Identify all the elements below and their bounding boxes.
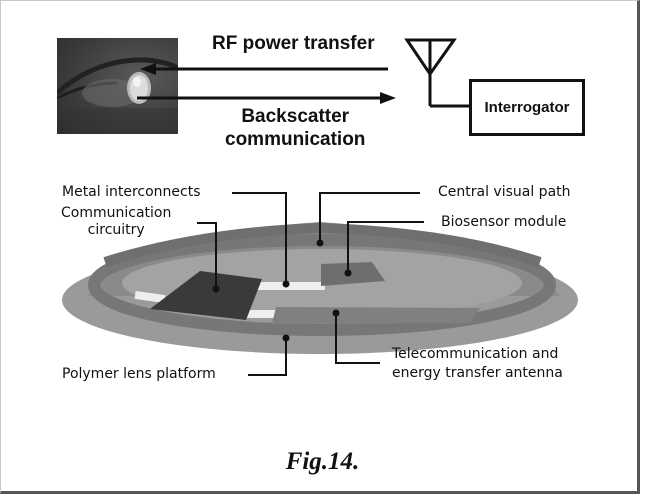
antenna-label-line2: energy transfer antenna	[392, 365, 563, 381]
interrogator-label: Interrogator	[484, 99, 570, 116]
polymer-lens-platform-label: Polymer lens platform	[62, 366, 216, 382]
leader-metal-interconnects	[232, 192, 287, 284]
figure-caption: Fig.14.	[285, 448, 360, 475]
callout-leaders	[197, 192, 424, 376]
communication-circuitry-line1: Communication	[61, 205, 172, 221]
rf-power-arrow	[140, 63, 388, 75]
interrogator-box: Interrogator	[469, 79, 585, 136]
antenna-icon	[404, 38, 470, 108]
communication-circuitry-label: Communication circuitry	[61, 205, 171, 239]
leader-antenna	[335, 313, 380, 364]
leader-communication-circuitry	[197, 222, 217, 289]
leader-biosensor-module	[347, 221, 424, 273]
backscatter-arrow	[137, 92, 396, 104]
biosensor-module-label: Biosensor module	[441, 214, 567, 230]
backscatter-communication-label: Backscatter communication	[225, 105, 365, 151]
biosensor-module	[321, 262, 385, 286]
leader-polymer-lens	[248, 338, 287, 376]
metal-interconnect-upper	[255, 282, 325, 290]
rf-power-transfer-label: RF power transfer	[212, 33, 375, 54]
communication-circuitry-chip	[150, 271, 262, 320]
backscatter-label-line1: Backscatter	[241, 106, 350, 127]
metal-interconnect-lower	[240, 310, 275, 318]
metal-interconnect-left	[134, 290, 166, 304]
contact-lens-illustration	[62, 222, 578, 354]
communication-circuitry-line2: circuitry	[87, 222, 145, 238]
metal-interconnects-label: Metal interconnects	[62, 184, 201, 200]
backscatter-label-line2: communication	[225, 129, 366, 150]
callout-dots	[212, 239, 352, 342]
antenna-label-line1: Telecommunication and	[392, 346, 559, 362]
telecommunication-antenna-label: Telecommunication and energy transfer an…	[392, 345, 563, 383]
leader-central-visual-path	[319, 192, 420, 243]
telecommunication-antenna-strip	[272, 307, 480, 324]
eye-with-contact-lens-photo	[57, 38, 178, 134]
central-visual-path-label: Central visual path	[438, 184, 571, 200]
lens-rim	[88, 234, 556, 336]
